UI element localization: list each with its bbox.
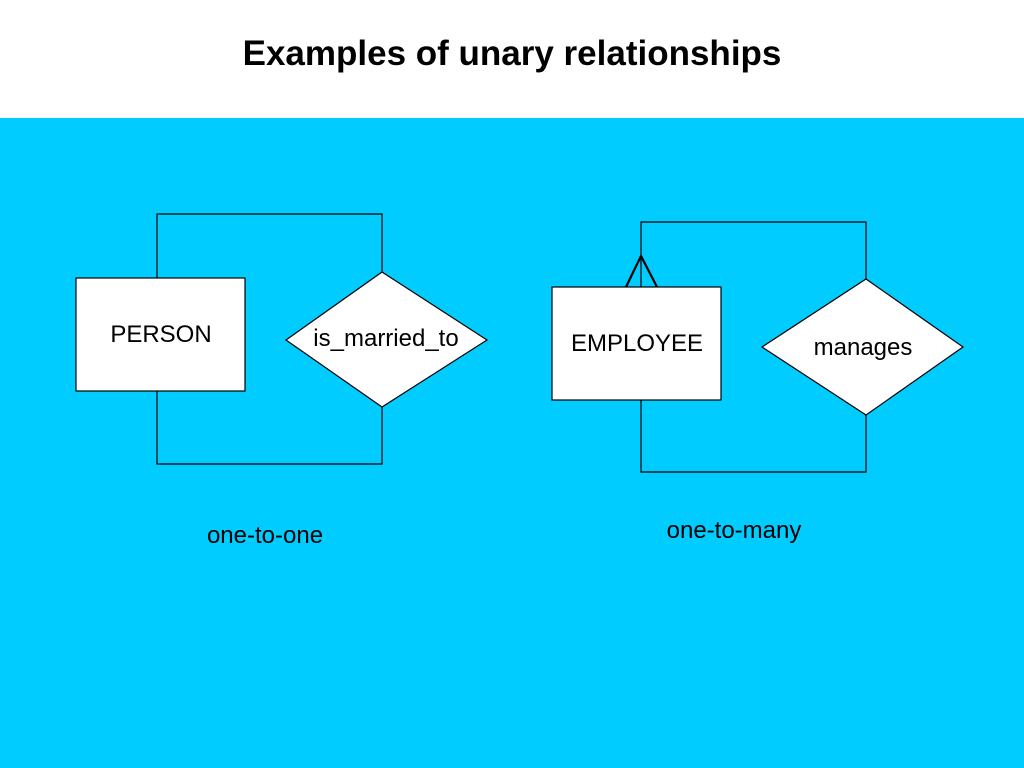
title-bar: Examples of unary relationships bbox=[0, 0, 1024, 118]
example-one-to-many: EMPLOYEE manages one-to-many bbox=[551, 221, 965, 544]
relationship-manages-label: manages bbox=[814, 334, 913, 361]
entity-person bbox=[75, 277, 246, 392]
connector-top-person bbox=[156, 213, 383, 278]
connector-bottom-person bbox=[156, 391, 383, 465]
example-one-to-one: PERSON is_married_to one-to-one bbox=[75, 213, 489, 549]
page-title: Examples of unary relationships bbox=[242, 34, 782, 73]
relationship-is-married-to-label: is_married_to bbox=[313, 325, 458, 352]
relationship-manages bbox=[760, 278, 965, 416]
diagram-background bbox=[0, 118, 1024, 768]
connector-bottom-employee bbox=[640, 400, 867, 473]
entity-person-label: PERSON bbox=[110, 321, 211, 348]
entity-employee bbox=[551, 286, 722, 401]
cardinality-one-to-one: one-to-one bbox=[207, 522, 323, 549]
cardinality-one-to-many: one-to-many bbox=[667, 517, 802, 544]
relationship-is-married-to bbox=[284, 271, 489, 408]
entity-employee-label: EMPLOYEE bbox=[571, 330, 703, 357]
er-diagram: PERSON is_married_to one-to-one EMPLOYEE… bbox=[0, 118, 1024, 768]
crows-foot-many bbox=[625, 253, 658, 288]
